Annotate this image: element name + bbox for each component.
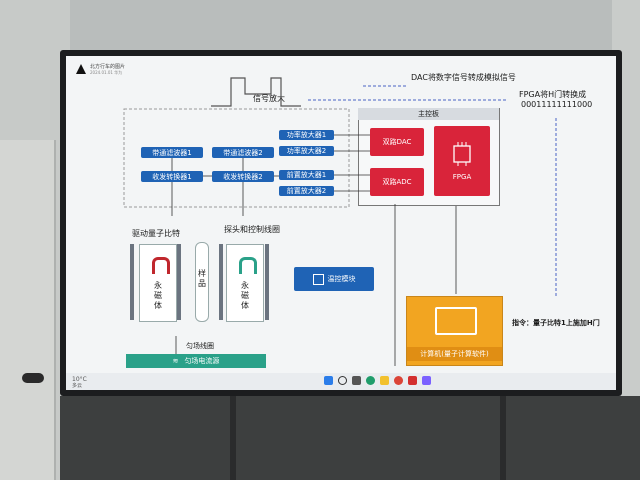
door-handle: [22, 373, 44, 383]
band-filter-1: 带通滤波器1: [141, 147, 203, 158]
header-title: 北方行车的图片: [90, 64, 126, 70]
dac-note: DAC将数字信号转成模拟信号: [411, 73, 516, 82]
dual-dac: 双路DAC: [370, 128, 424, 156]
magnet-left-label: 永磁体: [154, 281, 162, 310]
edge-icon[interactable]: [366, 376, 375, 385]
start-icon[interactable]: [324, 376, 333, 385]
signal-amp-label: 信号放大: [253, 94, 285, 103]
tv-stand: [230, 396, 236, 480]
thermo-icon: [312, 273, 324, 285]
search-icon[interactable]: [338, 376, 347, 385]
chip-icon: [453, 142, 471, 166]
instruction-text: 指令：量子比特1上施加H门: [512, 319, 600, 327]
magnet-left: 永磁体: [139, 244, 177, 322]
magnet-right: 永磁体: [226, 244, 264, 322]
transceiver-2: 收发转换器2: [212, 171, 274, 182]
pre-amp-1: 前置放大器1: [279, 170, 334, 180]
power-amp-2: 功率放大器2: [279, 146, 334, 156]
sample-label: 样品: [198, 269, 206, 288]
header-subtitle: 2024.01.01 华为: [90, 70, 123, 75]
door: [0, 140, 56, 480]
screen: 北方行车的图片 2024.01.01 华为 DAC将数字信号转成模拟信号 FPG…: [66, 56, 616, 373]
fpga-note-1: FPGA将H门转换成: [519, 90, 587, 99]
dual-adc: 双路ADC: [370, 168, 424, 196]
probe-coil-label: 探头和控制线圈: [224, 225, 280, 234]
temp-module-label: 温控模块: [327, 275, 356, 283]
fpga-note-2: 00011111111000: [521, 100, 593, 109]
shim-power: ≋ 匀场电流源: [126, 354, 266, 368]
weather-desc: 多云: [72, 383, 83, 389]
main-board-header: 主控板: [358, 108, 499, 120]
magnet-icon: [152, 257, 170, 274]
tv-stand: [500, 396, 506, 480]
wave-icon: ≋: [172, 357, 179, 365]
computer-label: 计算机(量子计算软件): [407, 347, 502, 361]
app-icon[interactable]: [422, 376, 431, 385]
chrome-icon[interactable]: [394, 376, 403, 385]
computer-box: 计算机(量子计算软件): [406, 296, 503, 366]
drive-qubit-label: 驱动量子比特: [132, 229, 180, 238]
magnet-icon: [239, 257, 257, 274]
power-amp-1: 功率放大器1: [279, 130, 334, 140]
transceiver-1: 收发转换器1: [141, 171, 203, 182]
dashed-arrows: [123, 85, 557, 296]
weather-temp: 10°C: [72, 376, 87, 383]
pole-bar: [219, 244, 223, 320]
floor-area: [60, 396, 640, 480]
pole-bar: [130, 244, 134, 320]
magnet-right-label: 永磁体: [241, 281, 249, 310]
task-view-icon[interactable]: [352, 376, 361, 385]
wps-icon[interactable]: [408, 376, 417, 385]
pulse-waveform: [211, 77, 301, 107]
logo-icon: [76, 64, 86, 74]
pre-amp-2: 前置放大器2: [279, 186, 334, 196]
sample-tube: 样品: [195, 242, 209, 322]
band-filter-2: 带通滤波器2: [212, 147, 274, 158]
monitor-icon: [435, 307, 477, 335]
fpga-chip: FPGA: [434, 126, 490, 196]
shim-coil-label: 匀场线圈: [186, 342, 214, 350]
fpga-label: FPGA: [452, 173, 472, 181]
folder-icon[interactable]: [380, 376, 389, 385]
pole-bar: [265, 244, 269, 320]
temp-module: 温控模块: [294, 267, 374, 291]
shim-power-label: 匀场电流源: [184, 357, 220, 365]
taskbar: 10°C 多云: [66, 373, 616, 390]
pole-bar: [177, 244, 181, 320]
connector-lines: [171, 134, 457, 366]
